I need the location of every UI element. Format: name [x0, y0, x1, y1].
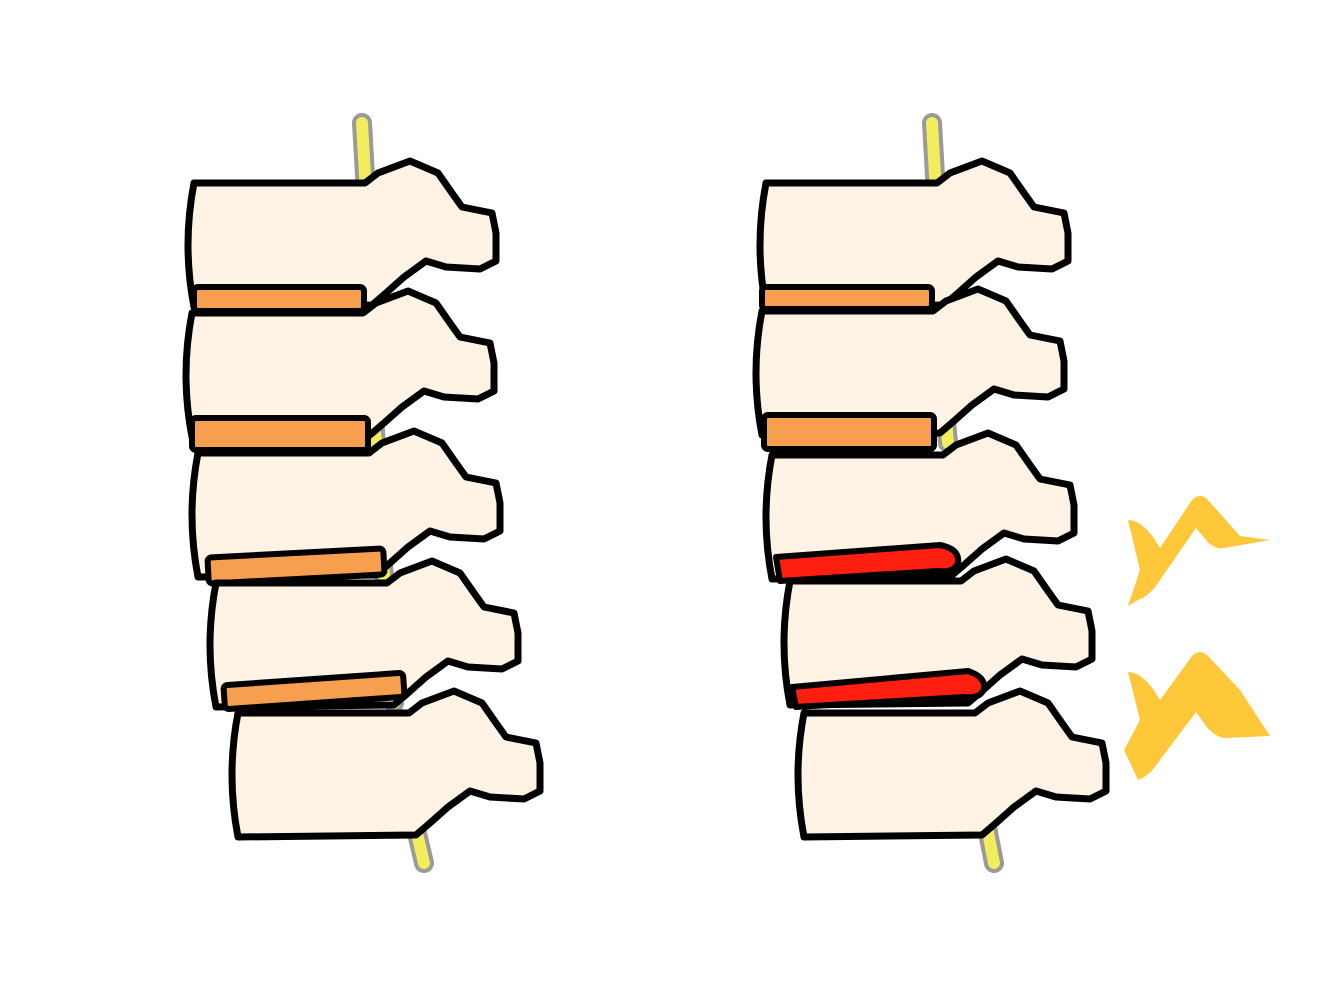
disc-3: [204, 545, 388, 587]
healthy-spine: [186, 113, 540, 873]
lightning-bolt-icon: [1128, 496, 1270, 606]
disc-1: [759, 284, 935, 312]
degenerated-spine: [756, 113, 1106, 873]
lightning-bolt-icon: [1124, 652, 1270, 780]
disc-2: [761, 412, 937, 452]
disc-2: [189, 415, 371, 453]
vertebra-5: [232, 691, 540, 837]
disc-4: [220, 670, 408, 712]
disc-1: [191, 284, 367, 314]
disc-3-damaged: [773, 542, 962, 584]
disc-4-damaged: [789, 668, 988, 710]
vertebra-5: [798, 691, 1106, 837]
